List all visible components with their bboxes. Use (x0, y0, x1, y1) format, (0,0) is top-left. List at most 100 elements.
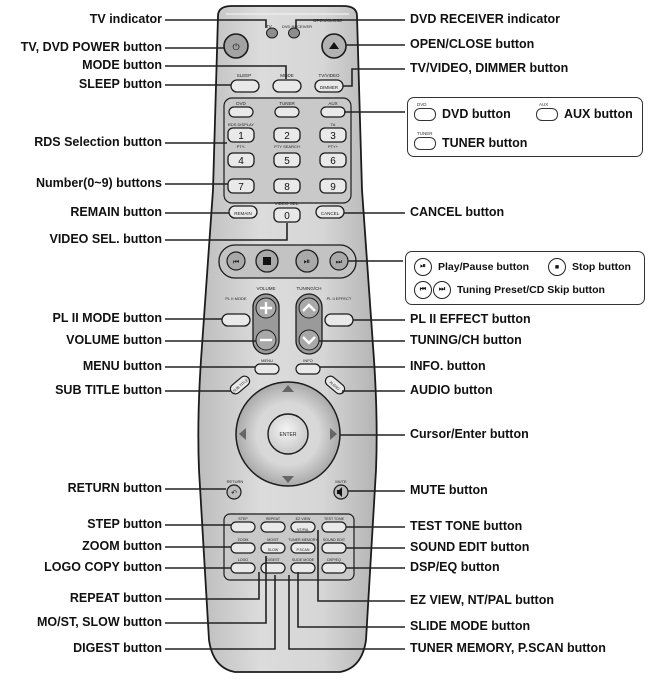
label-pl2-effect-button: PL II EFFECT button (410, 312, 531, 326)
cancel-button[interactable]: CANCEL (315, 205, 345, 219)
bottom-key-label: REPEAT (266, 517, 281, 521)
number-key-3[interactable]: 3 (319, 127, 347, 143)
legend-tuner: TUNER TUNER button (414, 131, 527, 150)
number-key-5[interactable]: 5 (273, 152, 301, 168)
tv-indicator-lamp (266, 27, 278, 39)
number-key-0[interactable]: 0 (273, 207, 301, 223)
number-key-6[interactable]: 6 (319, 152, 347, 168)
leader-line (343, 68, 405, 87)
label-sleep-button: SLEEP button (78, 77, 162, 91)
power-button[interactable]: ⏻ (223, 33, 249, 59)
number-key-label: 6 (330, 156, 336, 167)
play-pause-button[interactable]: ⏯ (295, 249, 319, 273)
label-zoom-button: ZOOM button (82, 539, 162, 553)
label-rds-selection-button: RDS Selection button (34, 135, 162, 149)
bottom-key-zoom[interactable]: ZOOM (230, 538, 256, 554)
bottom-key-sublabel: NT/PAL (297, 528, 309, 532)
label-mute-button: MUTE button (410, 483, 488, 497)
volume-rocker[interactable] (252, 293, 280, 355)
skip-forward-button[interactable]: ⏭ (329, 251, 349, 271)
bottom-key-mo-st[interactable]: MO/ST (260, 538, 286, 554)
bottom-key-label: SLIDE MODE (292, 558, 315, 562)
leader-line (165, 572, 260, 600)
skip-back-button[interactable]: ⏮ (226, 251, 246, 271)
enter-button[interactable]: ENTER (267, 413, 309, 455)
bottom-key-ez-view[interactable]: EZ VIEW (290, 517, 316, 533)
number-key-8[interactable]: 8 (273, 178, 301, 194)
legend-tuning-preset: ⏮ ⏭ Tuning Preset/CD Skip button (414, 281, 605, 299)
bottom-key-label: DIGEST (266, 558, 280, 562)
pty-minus-text: PTY- (237, 144, 246, 149)
leader-line (165, 575, 276, 650)
svg-text:↶: ↶ (231, 490, 237, 497)
svg-text:ENTER: ENTER (280, 432, 297, 438)
number-key-7[interactable]: 7 (227, 178, 255, 194)
bottom-key-slide-mode[interactable]: SLIDE MODE (290, 558, 316, 574)
tuner-pill-icon: TUNER (414, 131, 436, 150)
bottom-key-step[interactable]: STEP (230, 517, 256, 533)
svg-text:DIMMER: DIMMER (320, 85, 339, 90)
pty-search-text: PTY SEARCH (274, 144, 300, 149)
number-key-2[interactable]: 2 (273, 127, 301, 143)
playback-legend: ⏯ Play/Pause button ■ Stop button ⏮ ⏭ Tu… (405, 251, 645, 305)
bottom-key-label: ZOOM (238, 538, 249, 542)
label-dvd-receiver-indicator: DVD RECEIVER indicator (410, 12, 561, 26)
dvd-source-button[interactable]: DVD (228, 101, 254, 118)
leader-lines (165, 19, 405, 650)
label-volume-button: VOLUME button (66, 333, 162, 347)
tv-video-dimmer-button[interactable]: TV/VIDEO DIMMER (314, 73, 344, 93)
tuner-source-button[interactable]: TUNER (274, 101, 300, 118)
menu-button[interactable]: MENU (254, 358, 280, 375)
label-return-button: RETURN button (67, 481, 162, 495)
pl2-mode-button[interactable]: PL II MODE (221, 296, 251, 327)
mute-button[interactable]: MUTE (333, 479, 349, 500)
ta-text: TA (331, 122, 336, 127)
label-remain-button: REMAIN button (70, 205, 162, 219)
label-tuner-memory-pscan-button: TUNER MEMORY, P.SCAN button (410, 641, 606, 655)
mode-button[interactable]: MODE (272, 73, 302, 93)
bottom-key-dsp-eq[interactable]: DSP/EQ (321, 558, 347, 574)
bottom-key-label: MO/ST (267, 538, 279, 542)
return-button[interactable]: RETURN ↶ (226, 479, 244, 500)
number-key-label: 1 (238, 131, 244, 142)
label-info-button: INFO. button (410, 359, 486, 373)
dvd-pill-icon: DVD (414, 102, 436, 121)
stop-icon: ■ (548, 258, 566, 276)
bottom-key-repeat[interactable]: REPEAT (260, 517, 286, 533)
audio-button[interactable]: AUDIO (323, 374, 346, 396)
stop-button[interactable] (255, 249, 279, 273)
sleep-button[interactable]: SLEEP (230, 73, 260, 93)
svg-text:⏮: ⏮ (233, 259, 239, 266)
number-key-label: 2 (284, 131, 290, 142)
label-cancel-button: CANCEL button (410, 205, 505, 219)
remain-button[interactable]: REMAIN (228, 205, 258, 219)
aux-source-button[interactable]: AUX (320, 101, 346, 118)
svg-text:MUTE: MUTE (335, 479, 347, 484)
svg-text:INFO: INFO (303, 358, 313, 363)
number-key-label: 9 (330, 182, 336, 193)
bottom-key-label: EZ VIEW (296, 517, 311, 521)
svg-text:⏯: ⏯ (304, 257, 310, 266)
number-key-1[interactable]: 1 (227, 127, 255, 143)
tuning-ch-rocker[interactable] (295, 293, 323, 355)
number-key-9[interactable]: 9 (319, 178, 347, 194)
svg-text:RETURN: RETURN (227, 479, 244, 484)
legend-play-pause: ⏯ Play/Pause button (414, 258, 529, 276)
number-key-label: 5 (284, 156, 290, 167)
label-video-sel-button: VIDEO SEL. button (49, 232, 163, 246)
bottom-key-tuner-memory[interactable]: TUNER MEMORY (288, 538, 318, 554)
info-button[interactable]: INFO (295, 358, 321, 375)
tv-indicator-text: TV (266, 24, 272, 29)
label-open-close-button: OPEN/CLOSE button (410, 37, 535, 51)
svg-text:SLEEP: SLEEP (237, 73, 252, 78)
bottom-key-test-tone[interactable]: TEST TONE (321, 517, 347, 533)
number-key-label: 0 (284, 211, 290, 222)
label-subtitle-button: SUB TITLE button (55, 383, 162, 397)
bottom-key-sound-edit[interactable]: SOUND EDIT (321, 538, 347, 554)
number-key-4[interactable]: 4 (227, 152, 255, 168)
legend-aux: AUX AUX button (536, 102, 633, 121)
open-close-button[interactable] (321, 33, 347, 59)
bottom-key-digest[interactable]: DIGEST (260, 558, 286, 574)
label-dsp-eq-button: DSP/EQ button (410, 560, 500, 574)
